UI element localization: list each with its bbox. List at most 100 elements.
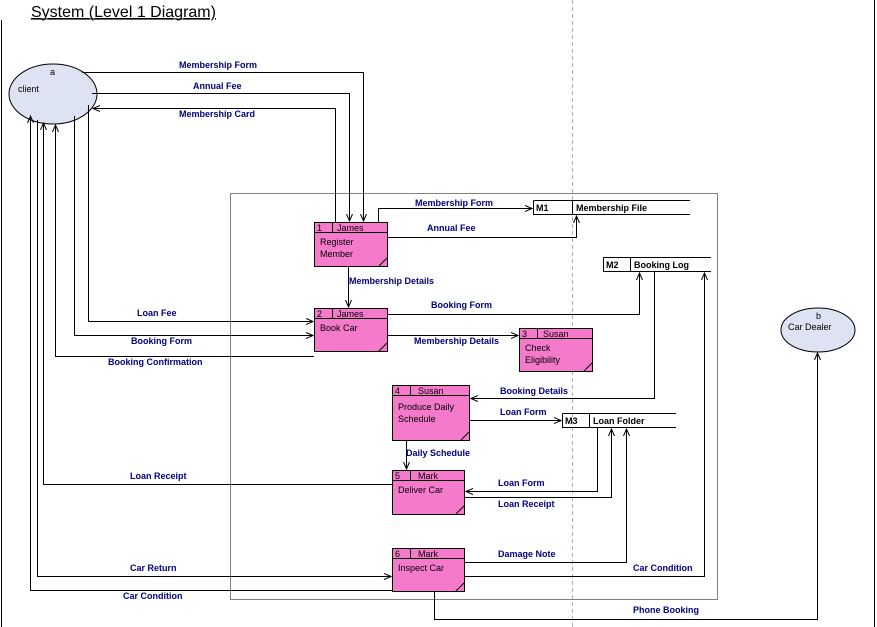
flow-loan-receipt-p5-m3[interactable] [465, 429, 612, 498]
process-4-name-line1: Produce Daily [398, 402, 455, 412]
process-5-box [392, 470, 465, 515]
process-6-owner: Mark [418, 549, 438, 559]
flow-booking-form-client-p2[interactable] [74, 116, 314, 336]
system-boundary [230, 193, 718, 600]
process-3-corner [583, 362, 593, 372]
flow-label-membership-card: Membership Card [179, 109, 255, 119]
store-m3-outline [562, 413, 676, 428]
store-m2-id: M2 [606, 260, 619, 270]
process-2-box [314, 308, 388, 352]
flow-booking-confirmation-p2-client[interactable] [56, 125, 315, 357]
flow-label-membership-form-1: Membership Form [179, 60, 257, 70]
process-produce-daily-schedule[interactable]: 4 Susan Produce Daily Schedule [392, 385, 470, 441]
store-membership-file[interactable]: M1 Membership File [533, 200, 691, 215]
store-m3-name: Loan Folder [593, 416, 645, 426]
process-5-name-line1: Deliver Car [398, 485, 443, 495]
flow-label-loan-receipt-1: Loan Receipt [130, 471, 187, 481]
process-register-member[interactable]: 1 James Register Member [314, 222, 388, 267]
store-loan-folder[interactable]: M3 Loan Folder [562, 413, 677, 428]
process-4-name-line2: Schedule [398, 414, 436, 424]
flow-car-condition-p6-m2[interactable] [465, 273, 705, 577]
flow-label-car-condition-2: Car Condition [123, 591, 183, 601]
process-6-number: 6 [395, 549, 400, 559]
flow-booking-form-p2-m2[interactable] [388, 273, 640, 315]
flow-car-return-client-p6[interactable] [37, 120, 392, 577]
entity-car-dealer-label: Car Dealer [788, 322, 832, 332]
flow-label-car-return: Car Return [130, 563, 177, 573]
flow-label-annual-fee-1: Annual Fee [193, 81, 242, 91]
process-3-box [519, 328, 593, 372]
flow-label-membership-form-2: Membership Form [415, 198, 493, 208]
flow-label-loan-form-1: Loan Form [500, 407, 547, 417]
flow-label-loan-form-2: Loan Form [498, 478, 545, 488]
flow-phone-booking-p6-dealer[interactable] [434, 353, 818, 620]
process-1-box [314, 222, 388, 267]
flow-loan-receipt-p5-client[interactable] [44, 123, 393, 485]
process-2-corner [378, 342, 388, 352]
flow-label-booking-confirmation: Booking Confirmation [108, 357, 203, 367]
process-1-owner: James [337, 223, 364, 233]
entity-client-id: a [50, 67, 55, 77]
process-6-corner [455, 582, 465, 592]
process-4-box [392, 385, 470, 441]
process-1-name-line1: Register [320, 237, 354, 247]
process-2-owner: James [337, 309, 364, 319]
process-4-corner [460, 431, 470, 441]
diagram-title: System (Level 1 Diagram) [31, 4, 216, 21]
flow-membership-form-p1-m1[interactable] [378, 209, 533, 223]
flow-label-damage-note: Damage Note [498, 549, 556, 559]
flow-label-booking-form-2: Booking Form [431, 300, 492, 310]
flow-label-membership-details-2: Membership Details [414, 336, 499, 346]
store-m3-id: M3 [565, 416, 578, 426]
process-3-name-line1: Check [525, 343, 551, 353]
flow-membership-card-p1-client[interactable] [93, 109, 336, 223]
flow-label-daily-schedule: Daily Schedule [406, 448, 470, 458]
store-m1-outline [533, 200, 690, 215]
flow-label-booking-details: Booking Details [500, 386, 568, 396]
entity-client-label: client [18, 84, 40, 94]
process-5-number: 5 [395, 471, 400, 481]
process-2-name-line1: Book Car [320, 323, 358, 333]
process-4-number: 4 [395, 386, 400, 396]
process-2-number: 2 [317, 309, 322, 319]
process-1-corner [378, 257, 388, 267]
flow-membership-form-client-p1[interactable] [82, 72, 364, 222]
process-5-corner [455, 505, 465, 515]
process-check-eligibility[interactable]: 3 Susan Check Eligibility [519, 328, 593, 372]
store-m2-outline [603, 257, 711, 272]
process-3-name-line2: Eligibility [525, 355, 561, 365]
process-6-box [392, 548, 465, 592]
process-deliver-car[interactable]: 5 Mark Deliver Car [392, 470, 465, 515]
store-m1-id: M1 [536, 203, 549, 213]
flow-label-car-condition-1: Car Condition [633, 563, 693, 573]
flow-label-annual-fee-2: Annual Fee [427, 223, 476, 233]
store-m2-name: Booking Log [634, 260, 689, 270]
process-6-name-line1: Inspect Car [398, 563, 444, 573]
process-5-owner: Mark [418, 471, 438, 481]
flow-annual-fee-p1-m1[interactable] [388, 216, 577, 238]
store-m1-name: Membership File [576, 203, 647, 213]
flow-loan-form-m3-p5[interactable] [466, 428, 598, 492]
store-booking-log[interactable]: M2 Booking Log [603, 257, 712, 272]
process-inspect-car[interactable]: 6 Mark Inspect Car [392, 548, 465, 592]
entity-car-dealer-id: b [816, 311, 821, 321]
flow-loan-fee-client-p2[interactable] [88, 105, 314, 322]
flow-label-phone-booking: Phone Booking [633, 605, 699, 615]
flow-annual-fee-client-p1[interactable] [92, 93, 350, 222]
flow-car-condition-p6-client[interactable] [31, 116, 393, 591]
flow-label-loan-receipt-2: Loan Receipt [498, 499, 555, 509]
entity-car-dealer[interactable]: b Car Dealer [780, 307, 856, 353]
process-3-number: 3 [522, 329, 527, 339]
process-4-owner: Susan [418, 386, 444, 396]
process-1-number: 1 [317, 223, 322, 233]
flow-damage-note-p6-m3[interactable] [465, 429, 627, 563]
flow-label-loan-fee: Loan Fee [137, 308, 177, 318]
flow-label-membership-details-1: Membership Details [349, 276, 434, 286]
process-1-name-line2: Member [320, 249, 353, 259]
flow-label-booking-form-1: Booking Form [131, 336, 192, 346]
flow-booking-details-m2-p4[interactable] [471, 272, 655, 399]
process-book-car[interactable]: 2 James Book Car [314, 308, 388, 352]
process-3-owner: Susan [543, 329, 569, 339]
